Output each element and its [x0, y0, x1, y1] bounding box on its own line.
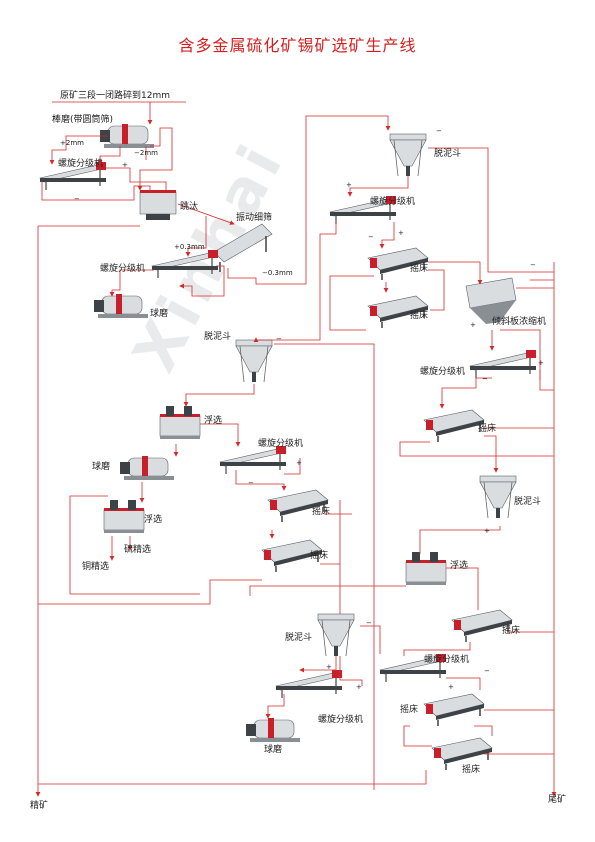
spiral-classifier-6-label: 螺旋分级机: [424, 655, 470, 665]
flotation-cell-2-equipment: [103, 499, 145, 534]
jig-equipment: [139, 190, 177, 220]
inclined-thickener-equipment: [465, 277, 517, 324]
ball-mill-2-label: 球磨: [92, 462, 111, 472]
plus-marker: +: [122, 161, 128, 169]
desliming-cone-3-equipment: [479, 475, 517, 519]
plus-marker: +: [326, 663, 332, 671]
minus-2mm-label: −2mm: [134, 149, 158, 157]
desliming-cone-1-equipment: [389, 133, 427, 177]
flotation-3-label: 浮选: [450, 561, 469, 571]
plus-marker: +: [356, 683, 362, 691]
plus-marker: +: [346, 181, 352, 189]
ball-mill-2-equipment: [119, 455, 175, 481]
minus-marker: −: [366, 619, 372, 627]
minus-marker: −: [484, 667, 490, 675]
shaking-table-4-equipment: [267, 489, 329, 523]
shaking-table-2-label: 摇床: [410, 311, 429, 321]
ball-mill-1-equipment: [93, 293, 149, 319]
spiral-classifier-4-label: 螺旋分级机: [420, 367, 466, 377]
jig-label: 跳汰: [180, 202, 199, 212]
spiral-classifier-1-label: 螺旋分级机: [58, 159, 104, 169]
spiral-classifier-3-label: 螺旋分级机: [370, 197, 416, 207]
flotation-2-label: 浮选: [144, 515, 163, 525]
minus-marker: −: [74, 195, 80, 203]
diagram-title: 含多金属硫化矿锡矿选矿生产线: [178, 36, 417, 55]
shaking-table-7-equipment: [423, 693, 485, 727]
plus-marker: +: [538, 359, 544, 367]
minus-marker: −: [248, 479, 254, 487]
thickener-label: 倾斜板浓缩机: [492, 317, 547, 327]
spiral-classifier-5-equipment: [219, 445, 287, 475]
plus-0-3mm-label: +0.3mm: [174, 243, 205, 251]
shaking-table-4-label: 摇床: [312, 507, 331, 517]
vibrating-screen-label: 振动细筛: [236, 213, 273, 223]
plus-marker: +: [470, 321, 476, 329]
desliming-4-label: 脱泥斗: [285, 633, 313, 643]
shaking-table-6-label: 摇床: [502, 626, 521, 636]
spiral-classifier-7-equipment: [275, 669, 343, 699]
shaking-table-7-label: 摇床: [400, 705, 419, 715]
spiral-classifier-2-label: 螺旋分级机: [100, 264, 146, 274]
minus-marker: −: [530, 261, 536, 269]
shaking-table-3-equipment: [423, 409, 485, 443]
plus-marker: +: [296, 459, 302, 467]
concentrate-label: 精矿: [30, 801, 49, 811]
desliming-3-label: 脱泥斗: [514, 497, 542, 507]
shaking-table-8-label: 摇床: [462, 765, 481, 775]
ball-mill-3-label: 球磨: [264, 745, 283, 755]
plus-marker: +: [398, 229, 404, 237]
spiral-classifier-7-label: 螺旋分级机: [318, 715, 364, 725]
flotation-cell-3-equipment: [405, 551, 447, 586]
flotation-1-label: 浮选: [204, 416, 223, 426]
minus-marker: −: [368, 233, 374, 241]
minus-marker: −: [276, 335, 282, 343]
desliming-cone-2-equipment: [235, 339, 273, 383]
ball-mill-3-equipment: [245, 717, 301, 743]
desliming-2-label: 脱泥斗: [204, 332, 232, 342]
vibrating-screen-equipment: [213, 223, 273, 272]
desliming-cone-4-equipment: [317, 613, 355, 657]
minus-marker: −: [482, 375, 488, 383]
rod-mill-equipment: [99, 123, 155, 149]
plus-2mm-label: +2mm: [60, 139, 84, 147]
spiral-classifier-2-equipment: [151, 249, 219, 279]
spiral-classifier-4-equipment: [469, 349, 537, 379]
minus-marker: −: [436, 127, 442, 135]
shaking-table-5-label: 摇床: [310, 551, 329, 561]
flotation-cell-1-equipment: [159, 405, 201, 440]
flow-lines: [35, 101, 557, 797]
desliming-1-label: 脱泥斗: [434, 149, 462, 159]
minus-0-3mm-label: −0.3mm: [262, 269, 293, 277]
plus-marker: +: [448, 683, 454, 691]
tailings-label: 尾矿: [548, 795, 567, 805]
ball-mill-1-label: 球磨: [150, 309, 169, 319]
plus-marker: +: [484, 527, 490, 535]
copper-concentrate-label: 铜精选: [82, 562, 110, 572]
shaking-table-3-label: 摇床: [478, 424, 497, 434]
sulfur-concentrate-label: 硫精选: [124, 545, 152, 555]
shaking-table-1-label: 摇床: [410, 264, 429, 274]
rod-mill-label: 棒磨(带圆筒筛): [52, 115, 114, 125]
spiral-classifier-5-label: 螺旋分级机: [258, 439, 304, 449]
raw-ore-label: 原矿三段一闭路碎到12mm: [60, 91, 170, 101]
